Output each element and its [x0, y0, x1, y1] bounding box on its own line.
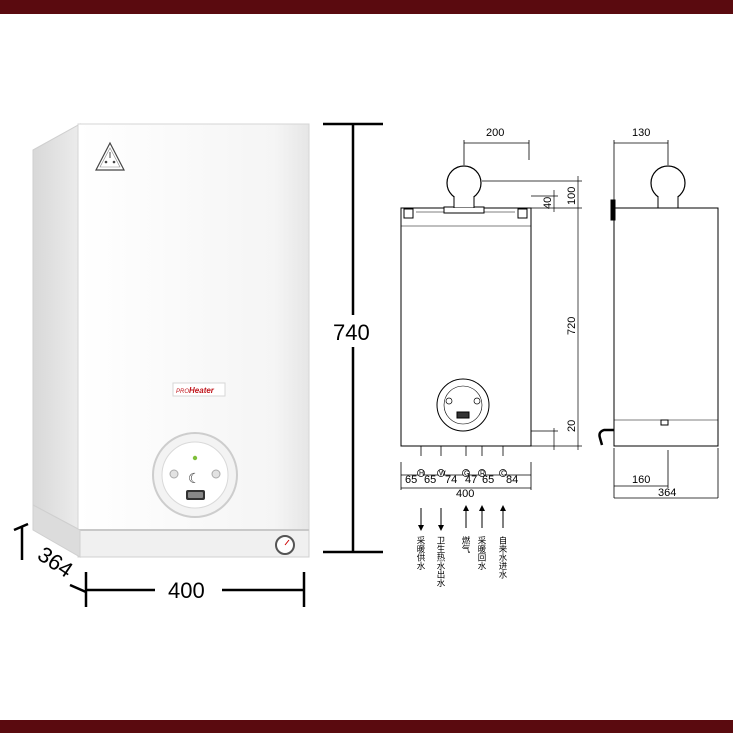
connection-label: 采暖供水 [416, 535, 426, 570]
connection-symbol: W [437, 469, 446, 478]
connection-symbol: C [499, 469, 507, 478]
front-flue-height-label: 100 [566, 187, 578, 205]
front-total-width-label: 400 [456, 488, 474, 500]
boiler-photo: PROHeater ☾ [32, 123, 310, 558]
front-flue-offset-label: 200 [486, 127, 504, 139]
top-border-band [0, 0, 733, 14]
side-flue-offset-dim [613, 140, 669, 200]
svg-text:W: W [439, 471, 446, 478]
front-bottom-height-label: 20 [566, 420, 578, 432]
spacing-label: 74 [445, 474, 457, 486]
connection-label: 采暖回水 [477, 535, 487, 570]
spacing-label: 65 [405, 474, 417, 486]
front-top-height-label: 40 [542, 197, 554, 209]
moon-icon: ☾ [188, 471, 201, 487]
side-pipe [598, 428, 614, 446]
svg-text:G: G [464, 471, 469, 478]
front-height-dims [482, 176, 582, 450]
logo-part-heater: Heater [189, 386, 215, 395]
boiler-bottom-strip [77, 529, 310, 558]
spacing-label: 47 [465, 474, 477, 486]
svg-text:H: H [419, 471, 424, 478]
spacing-label: 65 [482, 474, 494, 486]
connection-arrows: 采暖供水卫生热水出水 燃气采暖回水 自来水进水 [416, 505, 508, 587]
brand-logo-text: PROHeater [176, 386, 215, 395]
logo-part-pro: PRO [176, 389, 189, 395]
front-view-drawing [400, 165, 532, 456]
control-panel: ☾ [152, 432, 238, 518]
front-flue-offset-dim [463, 140, 530, 165]
power-indicator [192, 455, 198, 461]
dim-height-label: 740 [333, 320, 370, 345]
connection-label: 自来水进水 [498, 535, 508, 578]
bottom-border-band [0, 720, 733, 733]
spacing-label: 65 [424, 474, 436, 486]
side-bottom-dims [613, 448, 719, 499]
spacing-label: 84 [506, 474, 518, 486]
svg-text:R: R [480, 471, 485, 478]
side-flue-offset-label: 130 [632, 127, 650, 139]
boiler-side-panel [32, 123, 81, 531]
control-knob-left[interactable] [169, 469, 179, 479]
connection-stubs [420, 446, 504, 456]
control-knob-right[interactable] [211, 469, 221, 479]
connection-label: 卫生热水出水 [436, 536, 446, 587]
front-control-dial [436, 378, 490, 432]
photo-dimension-depth [13, 522, 87, 594]
photo-dimension-height [323, 122, 383, 554]
brand-logo: PROHeater [172, 382, 226, 397]
side-view-drawing [598, 165, 719, 447]
dim-width-label: 400 [168, 578, 205, 603]
connection-symbol: R [478, 469, 486, 478]
photo-dimension-width [84, 572, 306, 607]
side-depth-label: 364 [658, 487, 676, 499]
connection-symbol: G [462, 469, 470, 478]
connection-symbol: H [417, 469, 425, 478]
warning-triangle-icon [95, 141, 125, 171]
connection-label: 燃气 [461, 535, 471, 553]
front-spacing-labels: 65 65 74 47 65 84 [405, 474, 518, 486]
pressure-gauge [275, 535, 295, 555]
front-body-height-label: 720 [566, 317, 578, 335]
side-bottom-offset-label: 160 [632, 474, 650, 486]
svg-text:C: C [501, 471, 506, 478]
